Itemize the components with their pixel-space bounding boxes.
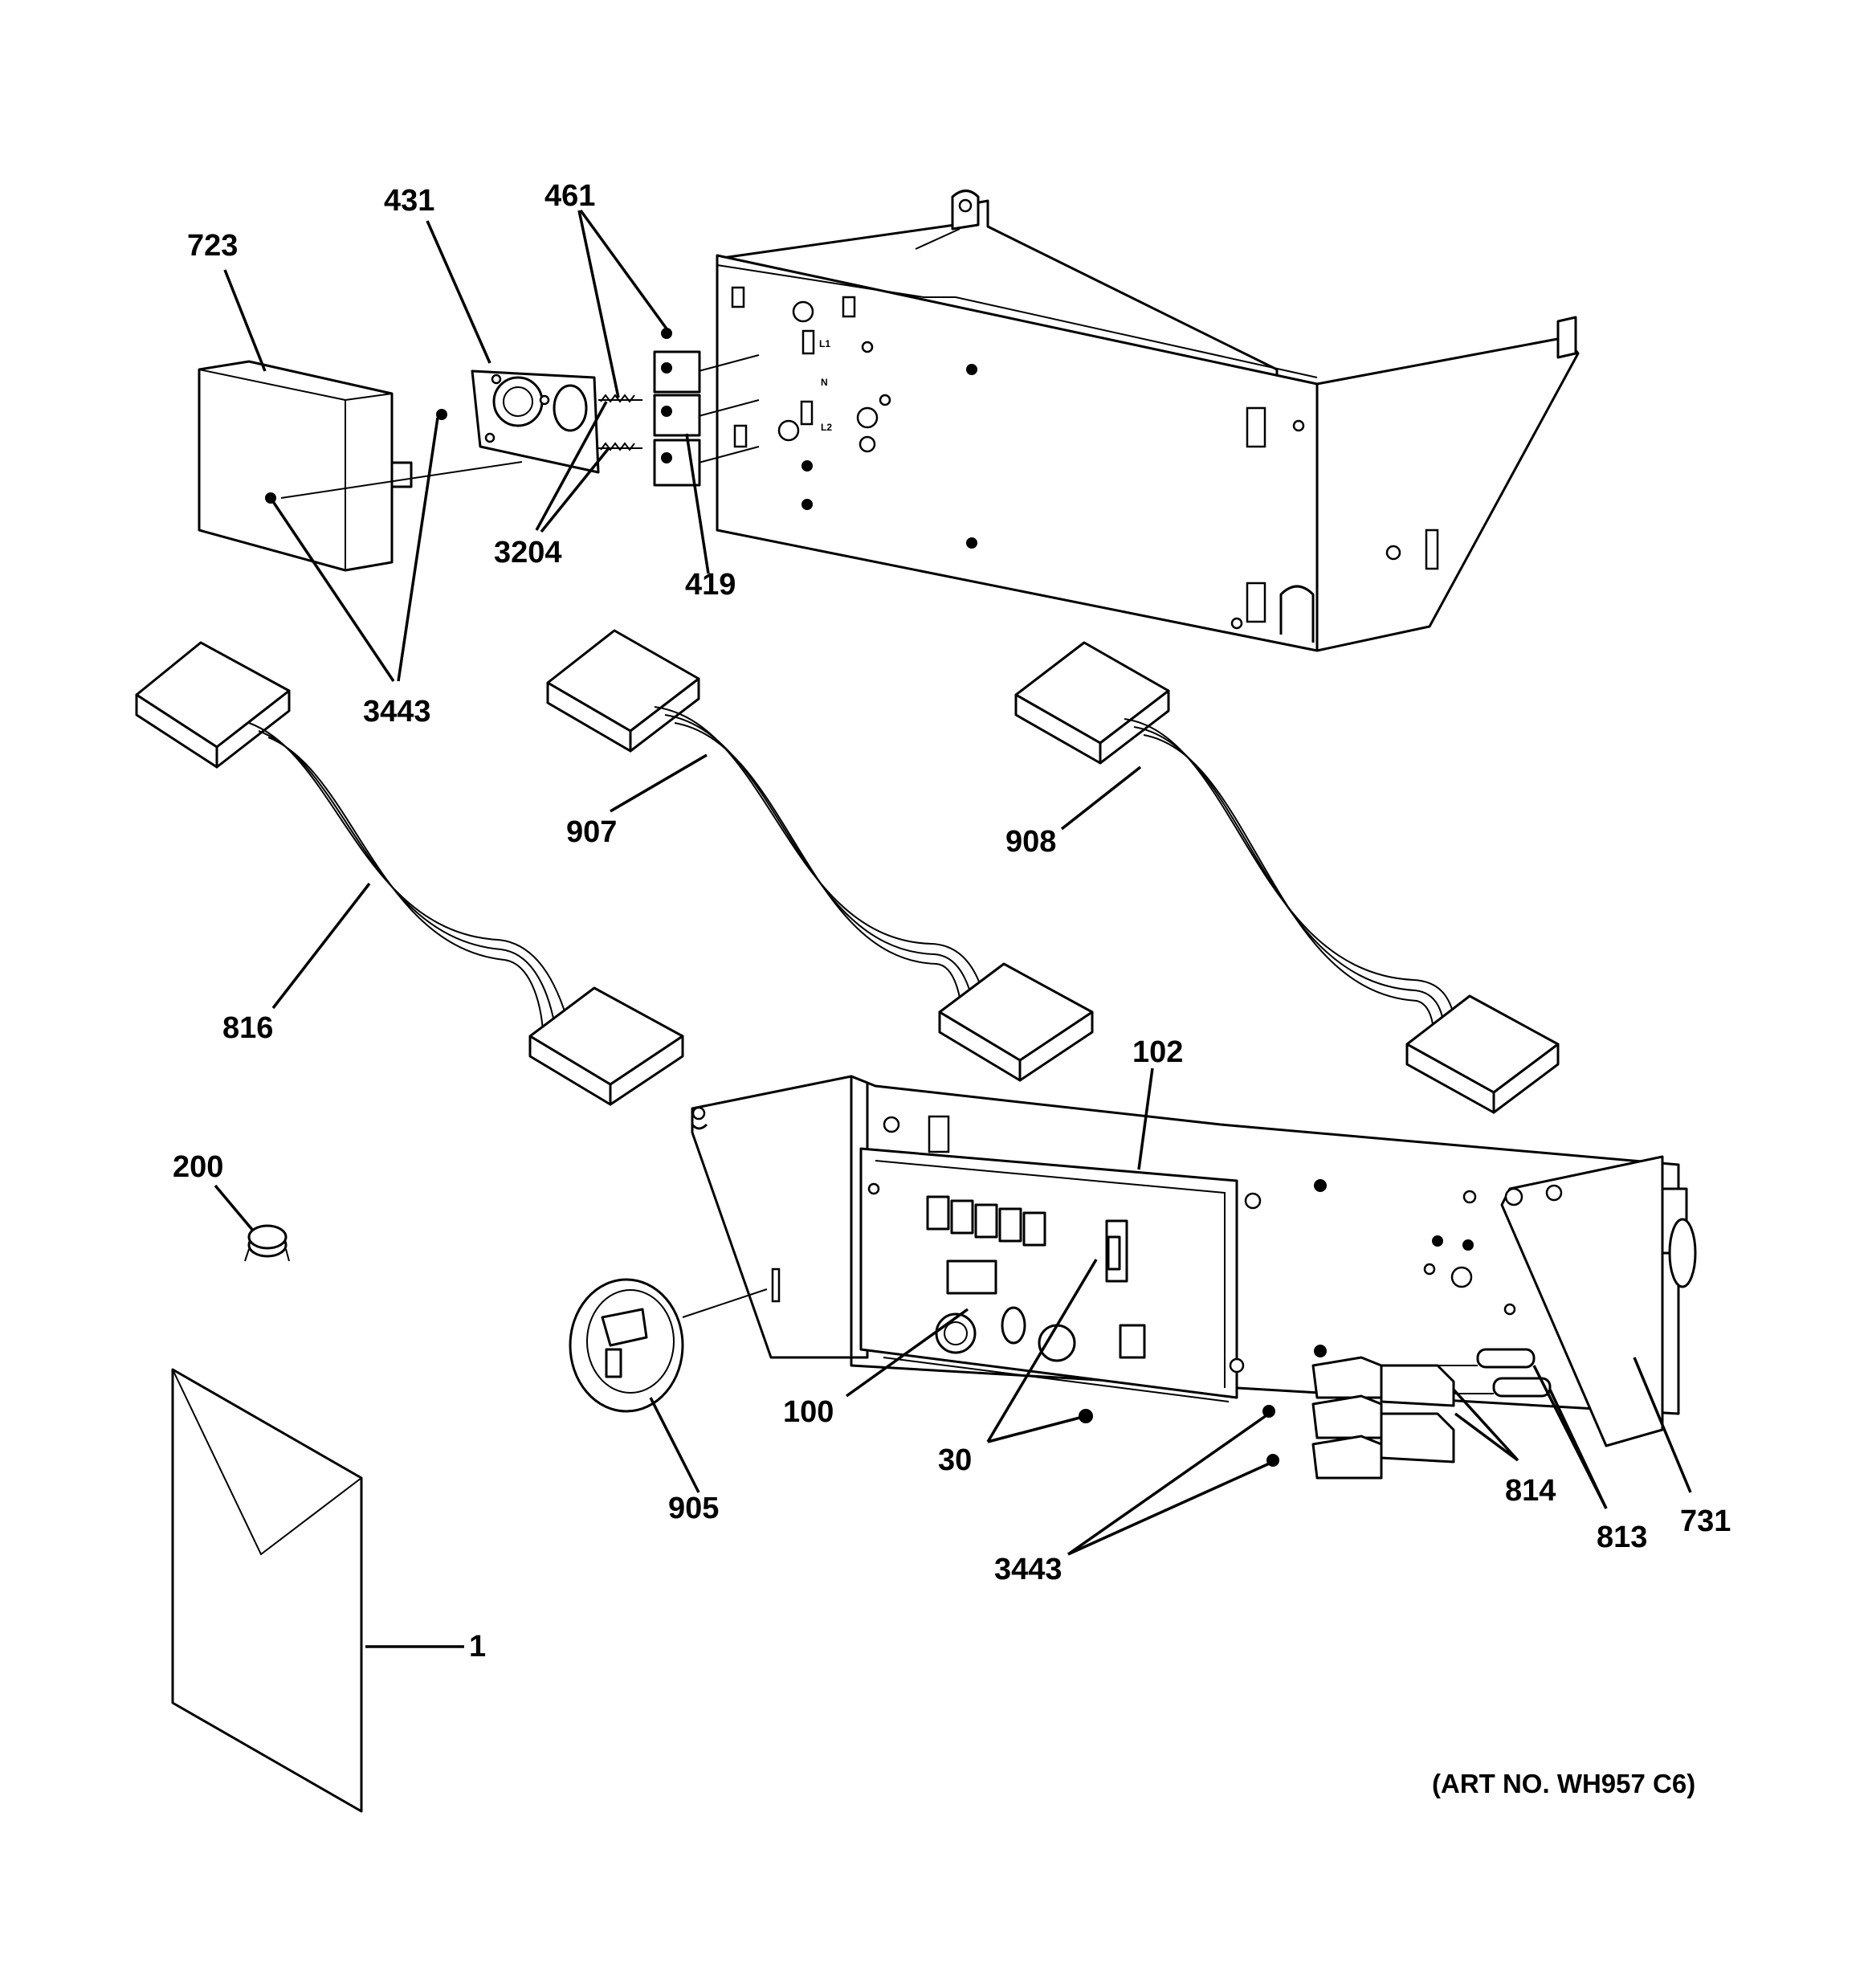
callout-816: 816 — [222, 1011, 273, 1045]
terminal-mark-l1: L1 — [819, 338, 830, 349]
callout-200: 200 — [173, 1150, 223, 1184]
callout-814: 814 — [1505, 1474, 1556, 1508]
wire-harness-816 — [135, 641, 684, 1106]
selector-knob — [569, 1278, 768, 1413]
callout-102: 102 — [1132, 1035, 1183, 1069]
callout-905: 905 — [668, 1492, 719, 1525]
art-number: (ART NO. WH957 C6) — [1432, 1769, 1695, 1798]
callout-731: 731 — [1680, 1504, 1731, 1538]
callout-461: 461 — [544, 179, 595, 213]
callout-100: 100 — [783, 1395, 834, 1429]
callout-908: 908 — [1005, 825, 1056, 859]
callout-labels: 723 431 461 3204 419 3443 907 908 816 10… — [173, 179, 1731, 1798]
callout-907: 907 — [566, 815, 617, 849]
terminal-mark-n: N — [821, 377, 828, 388]
terminal-mark-l2: L2 — [821, 422, 832, 433]
callout-30: 30 — [938, 1443, 972, 1477]
callout-431: 431 — [384, 184, 434, 218]
callout-813: 813 — [1597, 1521, 1647, 1554]
top-mounting-bracket: L1 N L2 — [716, 190, 1580, 652]
clamp — [244, 1224, 290, 1262]
terminal-blocks-814 — [1311, 1356, 1455, 1480]
wire-harness-907 — [546, 629, 1094, 1082]
screws-30 — [1079, 1179, 1327, 1423]
strain-relief-plate — [436, 369, 642, 474]
callout-3443-bottom: 3443 — [994, 1553, 1062, 1586]
callout-723: 723 — [187, 229, 238, 263]
leader-lines — [214, 209, 1692, 1648]
callout-3443-top: 3443 — [363, 695, 431, 729]
electrical-box — [198, 360, 523, 572]
callout-3204: 3204 — [494, 536, 562, 569]
document-envelope — [171, 1368, 363, 1813]
callout-1: 1 — [469, 1630, 486, 1663]
wire-harness-908 — [1014, 641, 1560, 1114]
callout-419: 419 — [685, 568, 736, 602]
